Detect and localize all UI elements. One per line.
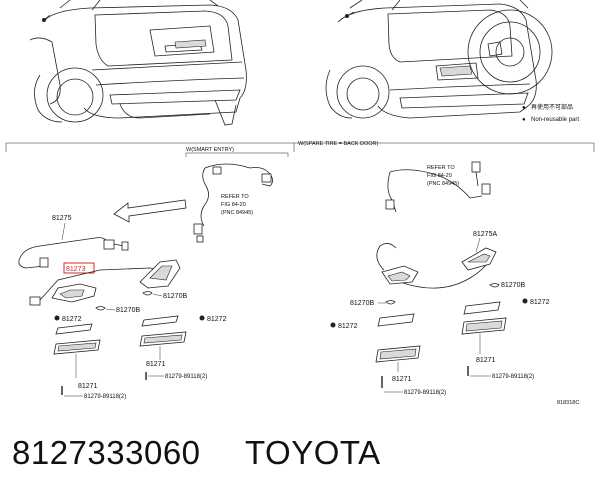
- label-81272-c: 81272: [530, 299, 550, 306]
- ref-left-line2: FIG 84-20: [221, 202, 246, 208]
- diagram-id: 818318C: [557, 400, 579, 406]
- legend-symbol-2: ●: [522, 117, 526, 123]
- label-screw-c: 81279-89118(2): [492, 374, 534, 380]
- part-number-caption: 8127333060: [12, 434, 201, 471]
- section-header-right: W(SPARE TIRE = BACK DOOR): [298, 141, 378, 147]
- label-81273: 81273: [66, 266, 86, 273]
- label-81270B-a: 81270B: [163, 293, 187, 300]
- legend-text-1: 再使用不可部品: [531, 103, 573, 111]
- highlight-box: [63, 262, 95, 274]
- right-subdiagram: REFER TO FIG 84-20 (PNC 84945) 81275A 81…: [330, 161, 550, 396]
- label-81272-b: 81272: [62, 316, 82, 323]
- ref-left-line3: (PNC 84945): [221, 210, 253, 216]
- left-subdiagram: REFER TO FIG 84-20 (PNC 84945) 81275 812…: [18, 163, 273, 400]
- label-81270B-b: 81270B: [116, 307, 140, 314]
- label-screw-a: 81279-89118(2): [165, 374, 207, 380]
- section-frame: W(SMART ENTRY) W(SPARE TIRE = BACK DOOR): [5, 141, 595, 157]
- label-81271-d: 81271: [392, 376, 412, 383]
- label-81270B-d: 81270B: [350, 300, 374, 307]
- label-81270B-c: 81270B: [501, 282, 525, 289]
- label-81272-a: 81272: [207, 316, 227, 323]
- vehicle-right-illustration: [325, 0, 553, 119]
- vehicle-left-illustration: [29, 0, 247, 126]
- label-81272-d: 81272: [338, 323, 358, 330]
- label-81271-a: 81271: [146, 361, 166, 368]
- legend-symbol-1: ●: [522, 105, 526, 111]
- ref-right-line2: FIG 84-20: [427, 173, 452, 179]
- label-screw-d: 81279-89118(2): [404, 390, 446, 396]
- ref-right-line1: REFER TO: [427, 165, 455, 171]
- brand-caption: TOYOTA: [245, 434, 381, 471]
- label-81275: 81275: [52, 215, 72, 222]
- section-header-left: W(SMART ENTRY): [186, 147, 234, 153]
- legend: ● 再使用不可部品 ● Non-reusable part: [522, 103, 579, 123]
- label-81275A: 81275A: [473, 231, 497, 238]
- ref-right-line3: (PNC 84945): [427, 181, 459, 187]
- ref-left-line1: REFER TO: [221, 194, 249, 200]
- label-81271-c: 81271: [476, 357, 496, 364]
- label-screw-b: 81279-89118(2): [84, 394, 126, 400]
- label-81271-b: 81271: [78, 383, 98, 390]
- legend-text-2: Non-reusable part: [531, 117, 579, 123]
